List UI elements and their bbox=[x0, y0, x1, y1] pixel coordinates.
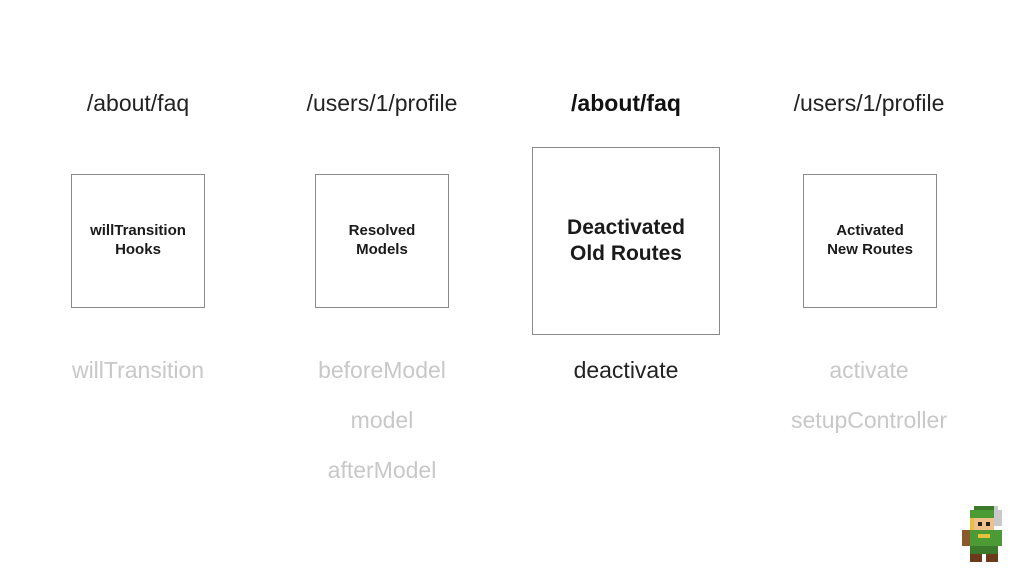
route-label-2: /users/1/profile bbox=[306, 90, 458, 116]
stage-box-activated: Activated New Routes bbox=[803, 174, 937, 308]
stage-box-willtransition: willTransition Hooks bbox=[71, 174, 205, 308]
hook-list-4: activate setupController bbox=[768, 354, 970, 454]
pixel-hero-sprite-icon bbox=[962, 506, 1002, 562]
stage-column-3: /about/faq Deactivated Old Routes deacti… bbox=[526, 0, 726, 576]
hook-name: afterModel bbox=[327, 457, 437, 483]
hook-name: beforeModel bbox=[318, 357, 446, 383]
stage-column-2: /users/1/profile Resolved Models beforeM… bbox=[282, 0, 482, 576]
hook-name: deactivate bbox=[573, 357, 679, 383]
stage-column-1: /about/faq willTransition Hooks willTran… bbox=[58, 0, 218, 576]
stage-box-resolved-models: Resolved Models bbox=[315, 174, 449, 308]
stage-column-4: /users/1/profile Activated New Routes ac… bbox=[768, 0, 970, 576]
hook-list-3: deactivate bbox=[526, 354, 726, 404]
route-label-3: /about/faq bbox=[571, 90, 681, 116]
hook-name: willTransition bbox=[71, 357, 205, 383]
stage-box-deactivated: Deactivated Old Routes bbox=[532, 147, 720, 335]
route-label-1: /about/faq bbox=[86, 90, 190, 116]
route-label-4: /users/1/profile bbox=[793, 90, 945, 116]
hook-name: setupController bbox=[791, 407, 947, 433]
hook-name: activate bbox=[829, 357, 909, 383]
hook-name: model bbox=[350, 407, 414, 433]
hook-list-2: beforeModel model afterModel bbox=[282, 354, 482, 504]
hook-list-1: willTransition bbox=[58, 354, 218, 404]
